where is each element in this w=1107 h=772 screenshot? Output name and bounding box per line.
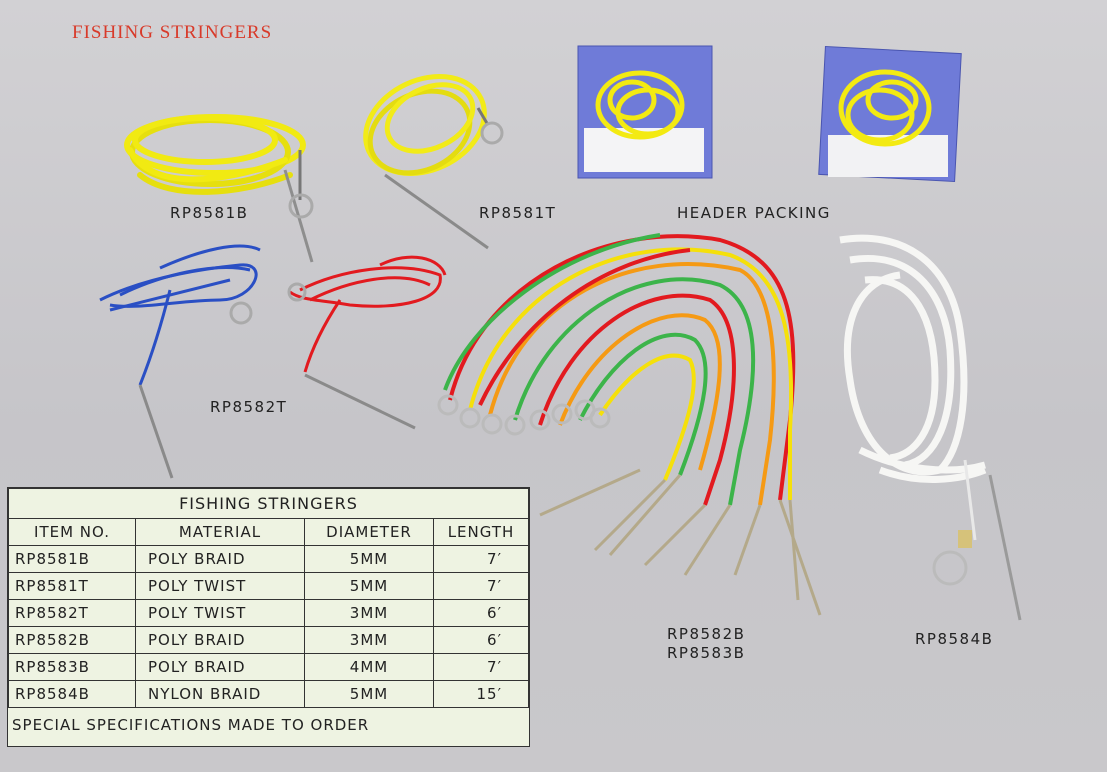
label-header-packing: HEADER PACKING	[677, 204, 831, 222]
label-rp8583b: RP8583B	[667, 644, 746, 662]
header-item-no: ITEM NO.	[8, 518, 136, 546]
label-rp8584b: RP8584B	[915, 630, 994, 648]
rp8581t-stringer-image	[363, 74, 504, 250]
cell-diameter: 5MM	[304, 680, 434, 708]
cell-length: 6′	[433, 599, 529, 627]
cell-item-no: RP8581T	[8, 572, 136, 600]
cell-item-no: RP8582T	[8, 599, 136, 627]
table-row: RP8584B NYLON BRAID 5MM 15′	[8, 680, 529, 708]
cell-diameter: 5MM	[304, 545, 434, 573]
cell-material: POLY BRAID	[135, 626, 305, 654]
cell-material: POLY TWIST	[135, 572, 305, 600]
cell-item-no: RP8584B	[8, 680, 136, 708]
cell-length: 15′	[433, 680, 529, 708]
cell-material: POLY BRAID	[135, 653, 305, 681]
label-rp8582b: RP8582B	[667, 625, 746, 643]
table-row: RP8582B POLY BRAID 3MM 6′	[8, 626, 529, 654]
table-row: RP8581B POLY BRAID 5MM 7′	[8, 545, 529, 573]
label-rp8581b: RP8581B	[170, 204, 249, 222]
rp8582t-stringer-image	[99, 244, 447, 479]
table-row: RP8582T POLY TWIST 3MM 6′	[8, 599, 529, 627]
cell-length: 6′	[433, 626, 529, 654]
table-row: RP8583B POLY BRAID 4MM 7′	[8, 653, 529, 681]
rp8581b-stringer-image	[124, 114, 314, 263]
cell-diameter: 3MM	[304, 626, 434, 654]
rp8584b-stringer-image	[839, 234, 1022, 621]
table-caption: FISHING STRINGERS	[8, 488, 529, 519]
header-length: LENGTH	[433, 518, 529, 546]
spec-table-grid: FISHING STRINGERS ITEM NO. MATERIAL DIAM…	[8, 488, 529, 708]
cell-item-no: RP8583B	[8, 653, 136, 681]
rp8582b-rp8583b-stringer-image	[437, 233, 822, 616]
cell-length: 7′	[433, 572, 529, 600]
cell-item-no: RP8581B	[8, 545, 136, 573]
table-footnote: SPECIAL SPECIFICATIONS MADE TO ORDER	[12, 716, 370, 734]
label-rp8581t: RP8581T	[479, 204, 557, 222]
header-diameter: DIAMETER	[304, 518, 434, 546]
cell-length: 7′	[433, 653, 529, 681]
table-header-row: ITEM NO. MATERIAL DIAMETER LENGTH	[8, 518, 529, 546]
cell-diameter: 4MM	[304, 653, 434, 681]
spec-table: FISHING STRINGERS ITEM NO. MATERIAL DIAM…	[7, 487, 530, 747]
cell-material: POLY TWIST	[135, 599, 305, 627]
cell-material: NYLON BRAID	[135, 680, 305, 708]
cell-material: POLY BRAID	[135, 545, 305, 573]
label-rp8582t: RP8582T	[210, 398, 288, 416]
cell-item-no: RP8582B	[8, 626, 136, 654]
page-title: FISHING STRINGERS	[72, 22, 273, 43]
cell-diameter: 3MM	[304, 599, 434, 627]
header-packing-image	[577, 45, 962, 182]
table-row: RP8581T POLY TWIST 5MM 7′	[8, 572, 529, 600]
cell-diameter: 5MM	[304, 572, 434, 600]
header-material: MATERIAL	[135, 518, 305, 546]
cell-length: 7′	[433, 545, 529, 573]
